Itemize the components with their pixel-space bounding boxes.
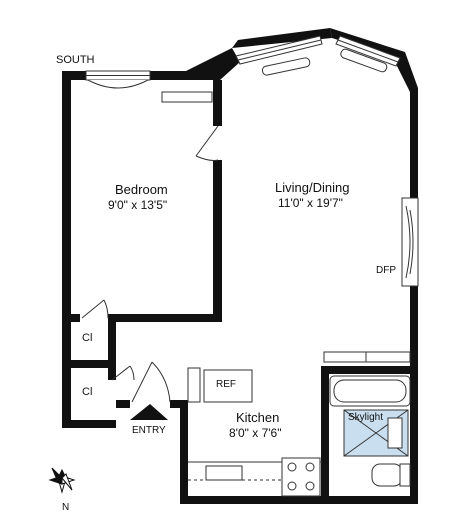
living-dining-label: Living/Dining: [275, 180, 350, 195]
orientation-label: SOUTH: [56, 54, 95, 66]
fireplace-label: DFP: [376, 265, 396, 276]
refrigerator-label: REF: [216, 379, 236, 390]
living-dining-dimensions: 11'0" x 19'7": [278, 196, 343, 210]
compass-rose: [48, 467, 76, 494]
bathroom-fixtures: [329, 375, 411, 487]
bedroom-dimensions: 9'0" x 13'5": [108, 198, 168, 212]
kitchen-label: Kitchen: [236, 410, 280, 425]
kitchen-dimensions: 8'0" x 7'6": [229, 426, 282, 440]
entry-label: ENTRY: [132, 425, 166, 436]
windows: [85, 35, 411, 363]
skylight-label: Skylight: [348, 412, 384, 423]
entry-arrow: [130, 404, 168, 420]
bedroom-label: Bedroom: [115, 182, 168, 197]
kitchen-fixtures: [187, 367, 322, 497]
closet-label-upper: Cl: [82, 332, 93, 344]
doors: [81, 125, 219, 403]
fireplace: [401, 197, 419, 287]
walls: [62, 28, 418, 504]
compass-north-label: N: [62, 502, 70, 513]
closet-label-lower: Cl: [82, 386, 93, 398]
